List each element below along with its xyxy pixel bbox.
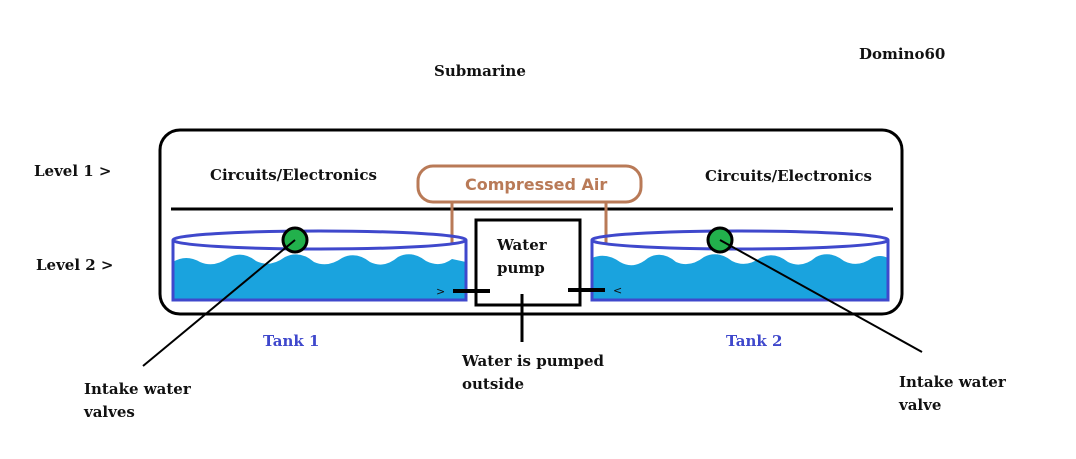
tank-1-inlet-mark: > <box>436 285 445 298</box>
pump-outlet-label-line2: outside <box>462 375 524 393</box>
electronics-right-label: Circuits/Electronics <box>705 167 872 185</box>
water-pump <box>474 218 582 307</box>
level-1-label: Level 1 > <box>34 162 112 180</box>
valve-left-label-line2: valves <box>83 403 135 421</box>
compressed-air-tank <box>416 164 643 204</box>
tank-1-rim <box>171 229 468 251</box>
tank-2-rim <box>590 229 890 251</box>
pump-label-line2: pump <box>497 259 545 277</box>
level-2-label: Level 2 > <box>36 256 114 274</box>
tank-2-outline <box>590 240 890 302</box>
tank-1 <box>171 229 468 302</box>
tank-2-label: Tank 2 <box>726 332 782 350</box>
valve-right-label-line1: Intake water <box>899 373 1007 391</box>
author-label: Domino60 <box>859 45 945 63</box>
tank-1-label: Tank 1 <box>263 332 319 350</box>
tank-2-inlet-mark: < <box>613 284 622 297</box>
compressed-air-label: Compressed Air <box>465 175 607 194</box>
pump-outlet-label-line1: Water is pumped <box>461 352 605 370</box>
valve-right-label-line2: valve <box>898 396 941 414</box>
valve-left-label-line1: Intake water <box>84 380 192 398</box>
electronics-left-label: Circuits/Electronics <box>210 166 377 184</box>
tank-2-water <box>592 254 888 300</box>
tank-1-outline <box>171 240 468 302</box>
valve-callout-left <box>142 239 296 367</box>
submarine-hull <box>158 128 904 316</box>
tank-2 <box>590 229 890 302</box>
valve-callout-right <box>719 239 923 353</box>
pump-label-line1: Water <box>496 236 548 254</box>
diagram-title: Submarine <box>434 62 526 80</box>
tank-1-water <box>173 254 466 300</box>
